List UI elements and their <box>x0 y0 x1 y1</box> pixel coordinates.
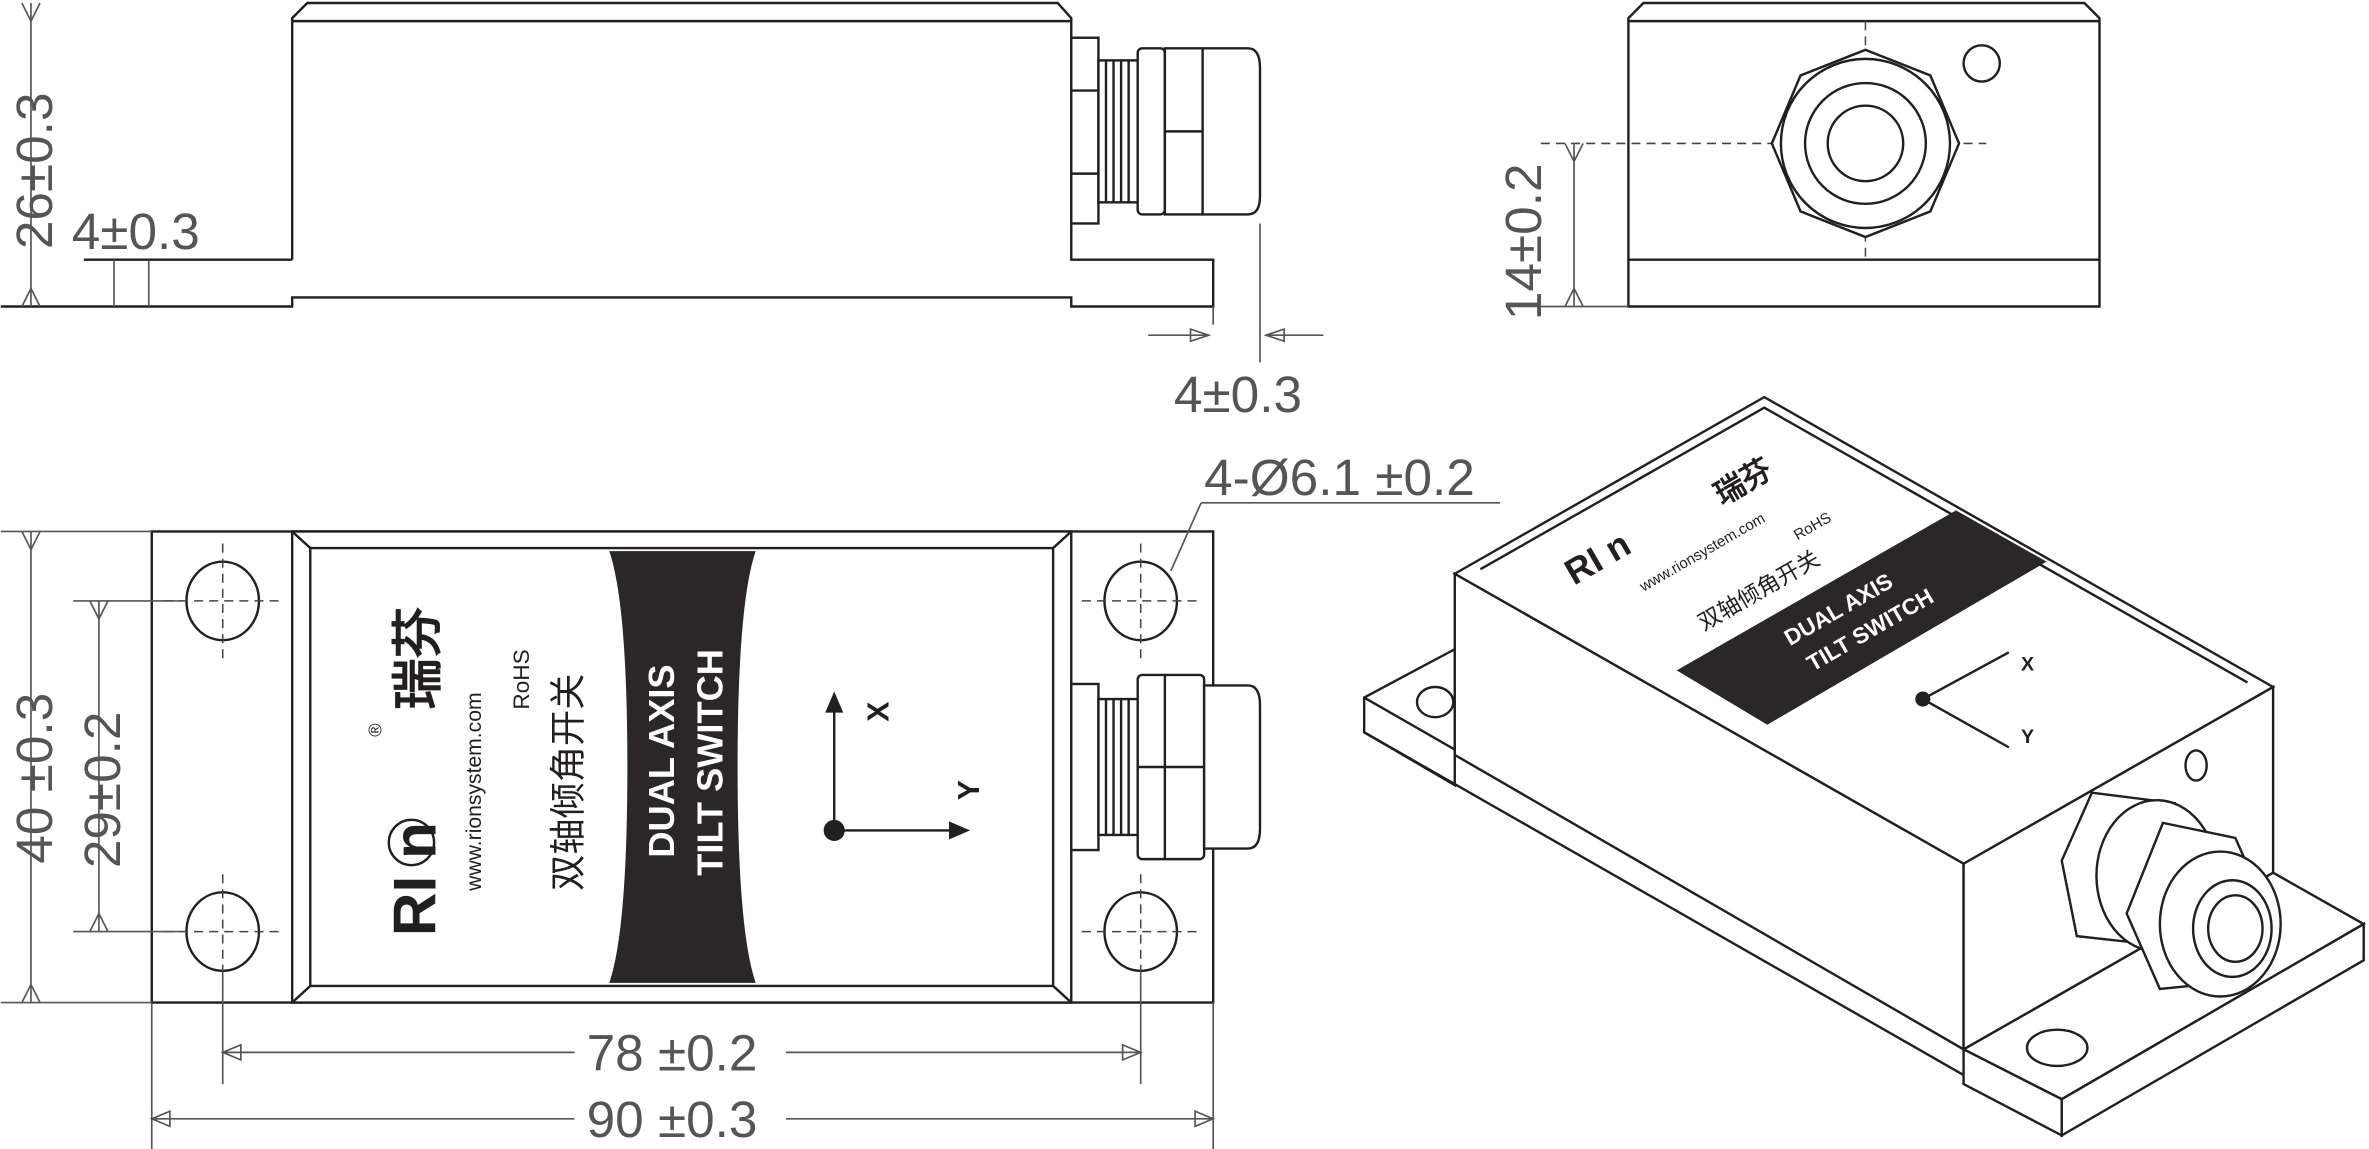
dim-width-holes: 29±0.2 <box>74 712 131 869</box>
svg-text:X: X <box>863 702 896 722</box>
label-product-cn: 双轴倾角开关 <box>548 674 589 891</box>
rohs-mark: RoHS <box>509 649 534 709</box>
dim-width-outer: 40 ±0.3 <box>6 693 63 864</box>
gland-hex-end <box>1770 48 1961 239</box>
rion-logo: RI n 瑞芬 ® <box>365 606 448 936</box>
label-band <box>609 551 756 983</box>
dim-side-height: 26±0.3 <box>6 93 63 250</box>
svg-text:Y: Y <box>2021 726 2034 748</box>
label-dual-axis: DUAL AXIS <box>641 664 682 857</box>
dim-end-height: 14±0.2 <box>1495 163 1552 320</box>
label-website: www.rionsystem.com <box>463 692 486 891</box>
cable-gland-side <box>1070 36 1262 225</box>
dim-side-flange: 4±0.3 <box>72 203 200 260</box>
end-view: 14±0.2 <box>1495 1 2101 320</box>
dim-length-outer: 90 ±0.3 <box>587 1091 758 1148</box>
dim-side-connector: 4±0.3 <box>1174 366 1302 423</box>
top-view: DUAL AXIS TILT SWITCH RI n 瑞芬 ® www.rion… <box>0 449 1501 1149</box>
dim-length-holes: 78 ±0.2 <box>587 1024 758 1081</box>
isometric-view: DUAL AXIS TILT SWITCH RI n 瑞芬 www.rionsy… <box>1362 395 2367 1138</box>
svg-text:Y: Y <box>953 780 986 800</box>
svg-text:®: ® <box>365 723 385 737</box>
svg-text:RI n: RI n <box>381 822 449 936</box>
mounting-holes <box>163 543 1200 989</box>
svg-text:瑞芬: 瑞芬 <box>390 606 447 709</box>
dim-mounting-holes: 4-Ø6.1 ±0.2 <box>1204 449 1475 506</box>
svg-text:X: X <box>2021 653 2034 675</box>
label-tilt-switch: TILT SWITCH <box>689 649 730 876</box>
side-view: 26±0.3 4±0.3 4±0.3 <box>0 1 1324 423</box>
vent-hole <box>1962 44 2002 83</box>
axis-indicator: X Y <box>823 691 986 841</box>
cable-gland-top <box>1070 673 1262 861</box>
